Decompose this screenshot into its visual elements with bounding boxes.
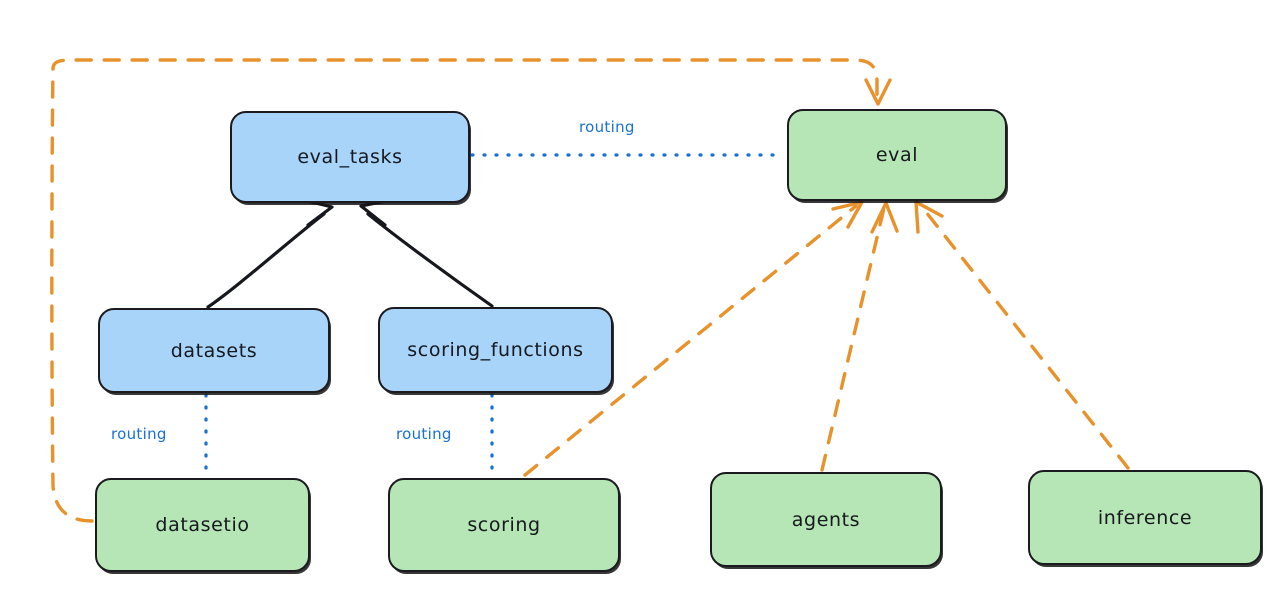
node-label: datasetio — [155, 514, 250, 536]
node-inference[interactable]: inference — [1028, 470, 1262, 565]
node-label: datasets — [170, 339, 258, 362]
node-eval-tasks[interactable]: eval_tasks — [230, 111, 470, 203]
node-scoring-functions[interactable]: scoring_functions — [378, 307, 613, 393]
node-label: eval_tasks — [297, 146, 403, 168]
node-label: inference — [1097, 506, 1193, 529]
node-label: scoring_functions — [407, 339, 584, 361]
node-label: agents — [791, 508, 861, 531]
node-scoring[interactable]: scoring — [388, 478, 620, 572]
node-eval[interactable]: eval — [787, 109, 1007, 201]
edge-datasetio-to-eval — [50, 58, 892, 523]
edge-agents-to-eval — [820, 201, 899, 472]
node-agents[interactable]: agents — [710, 472, 942, 567]
node-datasets[interactable]: datasets — [98, 308, 330, 393]
edge-scoring-functions-to-eval-tasks — [359, 199, 494, 308]
node-datasetio[interactable]: datasetio — [95, 478, 310, 572]
edge-label-routing-scoring-functions-scoring: routing — [396, 425, 452, 443]
node-label: scoring — [467, 514, 541, 536]
node-label: eval — [875, 144, 919, 166]
edge-label-routing-datasets-datasetio: routing — [111, 425, 167, 443]
edge-label-routing-eval-tasks-eval: routing — [579, 118, 635, 136]
edge-datasets-to-eval-tasks — [206, 199, 334, 309]
edge-inference-to-eval — [914, 200, 1130, 470]
